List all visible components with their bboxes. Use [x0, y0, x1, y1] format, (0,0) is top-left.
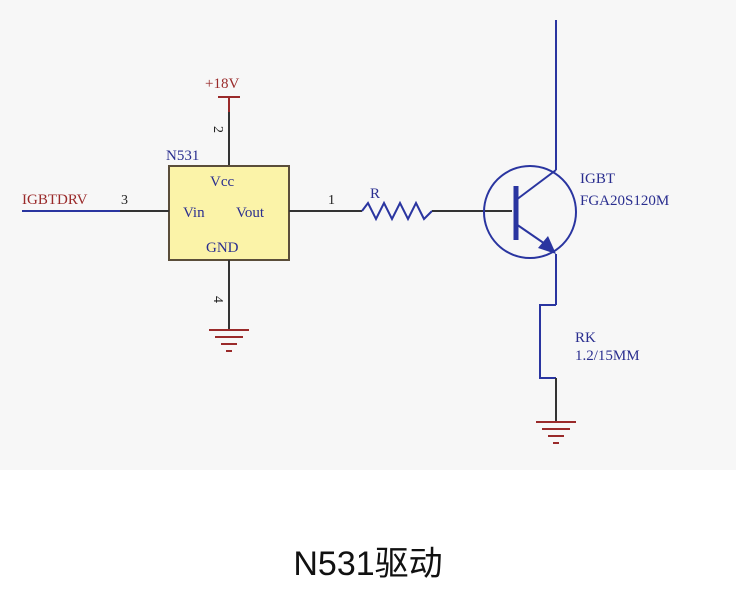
pin-number-vout: 1 [328, 193, 335, 208]
chip-pin-vin-label: Vin [183, 205, 205, 221]
igbt-reference-label: IGBT [580, 171, 615, 187]
pin-number-vin: 3 [121, 193, 128, 208]
driver-chip: Vcc Vin Vout GND [168, 165, 290, 261]
pin-number-gnd: 4 [210, 296, 225, 303]
chip-reference-label: N531 [166, 148, 199, 164]
ground-symbol-igbt [536, 421, 576, 444]
power-supply-symbol: +18V [205, 76, 240, 166]
schematic-background [0, 0, 736, 470]
input-net: IGBTDRV 3 [22, 192, 169, 212]
input-net-label: IGBTDRV [22, 192, 88, 208]
schematic-diagram: +18V 2 N531 Vcc Vin Vout GND IGBTDRV 3 1… [0, 0, 736, 470]
igbt-part-label: FGA20S120M [580, 193, 669, 209]
igbt-transistor: IGBT FGA20S120M [483, 165, 669, 259]
figure-caption: N531驱动 [293, 545, 443, 583]
power-label: +18V [205, 76, 239, 92]
ground-symbol-chip [209, 329, 249, 352]
shunt-reference-label: RK [575, 330, 596, 346]
chip-pin-vout-label: Vout [236, 205, 265, 221]
pin-number-vcc: 2 [210, 126, 225, 133]
shunt-resistor: RK 1.2/15MM [539, 304, 640, 379]
gate-resistor: R [361, 186, 433, 222]
resistor-label: R [370, 186, 380, 202]
chip-pin-vcc-label: Vcc [210, 174, 234, 190]
shunt-value-label: 1.2/15MM [575, 348, 640, 364]
chip-pin-gnd-label: GND [206, 240, 239, 256]
